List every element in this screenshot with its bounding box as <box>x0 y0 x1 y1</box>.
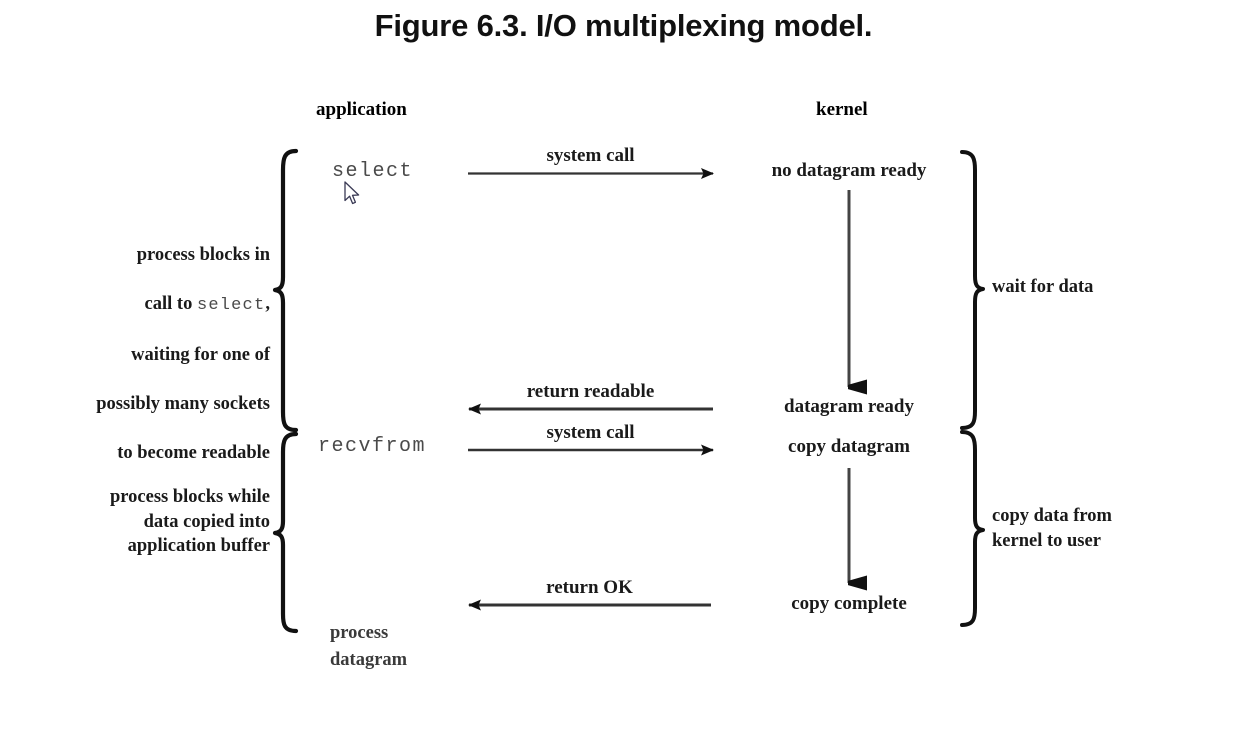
arrow-label-return-ok: return OK <box>546 577 633 598</box>
annotation-right-copy-data: copy data from kernel to user <box>992 506 1112 551</box>
annotation-left-select-block: process blocks in call to select, waitin… <box>40 218 270 490</box>
brace-right-copy-data <box>960 430 985 627</box>
annotation-line-2-mono: select <box>196 295 266 315</box>
figure-title: Figure 6.3. I/O multiplexing model. <box>374 8 873 43</box>
app-call-recvfrom: recvfrom <box>318 435 427 458</box>
annotation-line-4: possibly many sockets <box>96 393 270 414</box>
brace-right-wait-for-data <box>960 150 985 430</box>
annotation-line-2-pre: call to <box>144 293 197 314</box>
annotation-right-wait-for-data: wait for data <box>992 277 1094 297</box>
app-call-select: select <box>332 160 414 183</box>
mouse-pointer-icon <box>344 181 360 205</box>
brace-left-recvfrom-block <box>272 431 299 634</box>
brace-left-select-block <box>272 148 299 433</box>
kernel-state-datagram-ready: datagram ready <box>784 396 914 417</box>
kernel-state-no-datagram-ready: no datagram ready <box>771 160 927 181</box>
arrow-label-return-readable: return readable <box>526 381 655 402</box>
annotation-line-1: process blocks in <box>136 244 270 265</box>
column-header-kernel: kernel <box>816 99 868 120</box>
arrow-label-system-call-1: system call <box>546 145 635 166</box>
annotation-line-3: waiting for one of <box>131 344 270 365</box>
app-process-datagram: process datagram <box>330 623 408 670</box>
annotation-line-5: to become readable <box>117 442 270 463</box>
annotation-left-recvfrom-block: process blocks while data copied into ap… <box>109 487 270 556</box>
annotation-line-2-post: , <box>265 293 270 314</box>
arrow-label-system-call-2: system call <box>546 422 635 443</box>
kernel-state-copy-complete: copy complete <box>791 593 907 614</box>
kernel-state-copy-datagram: copy datagram <box>788 436 910 457</box>
column-header-application: application <box>316 99 407 120</box>
annotation-line-2: call to select, <box>40 292 270 319</box>
